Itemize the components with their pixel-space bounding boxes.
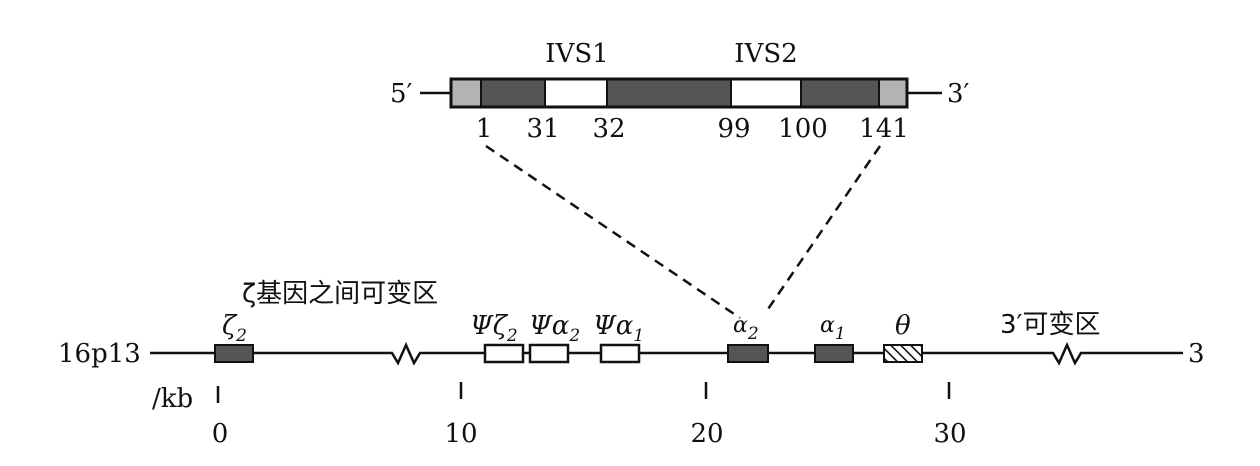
zoom-line-right	[764, 145, 882, 313]
exon-3	[801, 79, 879, 107]
three-prime-label: 3′	[947, 79, 970, 109]
five-prime-label: 5′	[390, 79, 413, 109]
position-label: 99	[717, 114, 750, 144]
three-prime-variable-region-label: 3′可变区	[1000, 310, 1100, 340]
position-label: 32	[592, 114, 625, 144]
gene-label-theta: θ	[895, 311, 911, 341]
gene-box-theta	[883, 344, 923, 363]
gene-label-psi-alpha2: Ψα2	[529, 311, 580, 346]
position-label: 1	[476, 114, 493, 144]
kb-scale: /kb 0 10 20 30	[152, 382, 967, 449]
exon-2	[607, 79, 731, 107]
zoom-line-left	[485, 144, 741, 320]
gene-label-psi-alpha1: Ψα1	[593, 311, 644, 346]
exon-1	[481, 79, 545, 107]
intron-ivs1	[545, 79, 607, 107]
zeta-variable-region-label: ζ基因之间可变区	[242, 279, 438, 309]
gene-label-psi-zeta2: Ψζ2	[470, 311, 518, 346]
gene-structure: 5′ 3′ IVS1 IVS2 1 31 32 99 100 141	[390, 39, 970, 144]
gene-label-alpha2: α2	[733, 313, 759, 344]
gene-label-alpha1: α1	[820, 313, 846, 344]
chromosome-label: 16p13	[58, 339, 141, 369]
three-prime-utr	[879, 79, 907, 107]
intron-ivs2	[731, 79, 801, 107]
gene-label-zeta2: ζ2	[222, 311, 247, 346]
position-label: 100	[778, 114, 828, 144]
scale-tick-label: 20	[690, 419, 723, 449]
gene-box-alpha1	[814, 344, 854, 363]
position-label: 31	[526, 114, 559, 144]
ivs2-label: IVS2	[734, 39, 797, 69]
scale-tick-label: 0	[212, 419, 229, 449]
gene-box-psi-alpha2	[528, 343, 570, 364]
gene-box-psi-alpha1	[599, 343, 641, 364]
scale-tick-label: 10	[444, 419, 477, 449]
gene-cluster: 16p13 3 ζ基因之间可变区 3′可变区 ζ2 Ψζ2 Ψα2 Ψα1 α2…	[58, 279, 1205, 369]
gene-box-alpha2	[727, 344, 769, 363]
gene-box-zeta2	[214, 344, 254, 363]
kb-unit-label: /kb	[152, 384, 193, 414]
chromosome-line	[150, 341, 1183, 366]
gene-outline	[449, 77, 909, 109]
five-prime-utr	[451, 79, 481, 107]
scale-tick-label: 30	[933, 419, 966, 449]
chromosome-end-label: 3	[1188, 339, 1205, 369]
ivs1-label: IVS1	[545, 39, 608, 69]
position-label: 141	[859, 114, 909, 144]
gene-box-psi-zeta2	[483, 343, 525, 364]
